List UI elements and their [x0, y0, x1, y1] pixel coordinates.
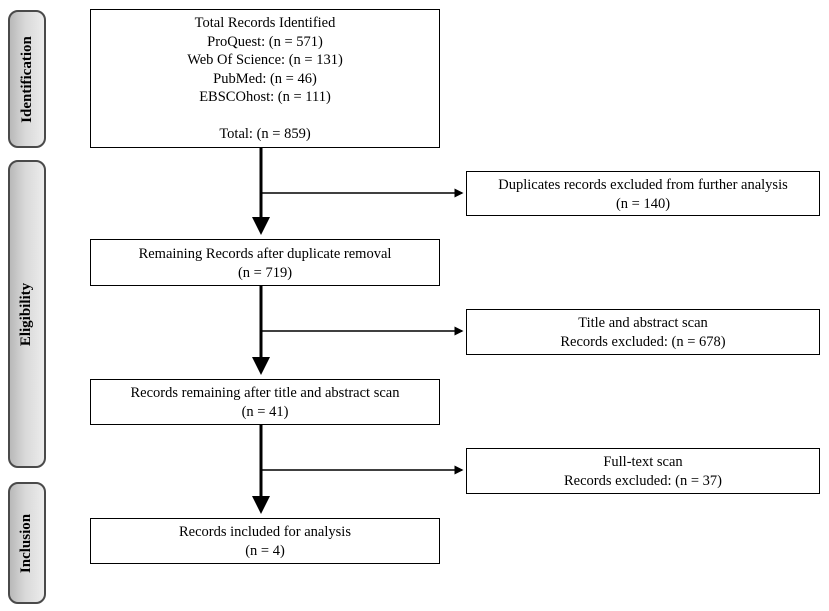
phase-eligibility: Eligibility — [8, 160, 46, 468]
box-full-text-scan: Full-text scan Records excluded: (n = 37… — [466, 448, 820, 494]
remaining-line1: Remaining Records after duplicate remova… — [138, 246, 392, 262]
phase-inclusion: Inclusion — [8, 482, 46, 604]
remaining-count: (n = 719) — [237, 264, 293, 281]
included-count: (n = 4) — [245, 542, 285, 559]
box-records-after-scan: Records remaining after title and abstra… — [90, 379, 440, 425]
source-pubmed: PubMed: (n = 46) — [213, 70, 317, 87]
after-scan-count: (n = 41) — [241, 403, 289, 420]
identified-total: Total: (n = 859) — [219, 126, 311, 142]
full-text-excluded: Records excluded: (n = 37) — [564, 472, 722, 489]
box-title-abstract-scan: Title and abstract scan Records excluded… — [466, 309, 820, 355]
box-duplicates-excluded: Duplicates records excluded from further… — [466, 171, 820, 216]
box-total-records-identified: Total Records Identified ProQuest: (n = … — [90, 9, 440, 148]
duplicates-count: (n = 140) — [615, 195, 671, 212]
after-scan-line1: Records remaining after title and abstra… — [130, 385, 400, 401]
source-ebscohost: EBSCOhost: (n = 111) — [199, 89, 331, 105]
box-remaining-records: Remaining Records after duplicate remova… — [90, 239, 440, 286]
duplicates-line1: Duplicates records excluded from further… — [498, 177, 788, 193]
full-text-line1: Full-text scan — [603, 454, 683, 470]
title-abstract-excluded: Records excluded: (n = 678) — [560, 333, 726, 350]
title-abstract-line1: Title and abstract scan — [578, 315, 708, 331]
box-records-included: Records included for analysis (n = 4) — [90, 518, 440, 564]
source-web-of-science: Web Of Science: (n = 131) — [187, 52, 343, 68]
identified-title: Total Records Identified — [194, 15, 336, 31]
source-proquest: ProQuest: (n = 571) — [207, 33, 323, 50]
included-line1: Records included for analysis — [179, 524, 351, 540]
phase-identification: Identification — [8, 10, 46, 148]
